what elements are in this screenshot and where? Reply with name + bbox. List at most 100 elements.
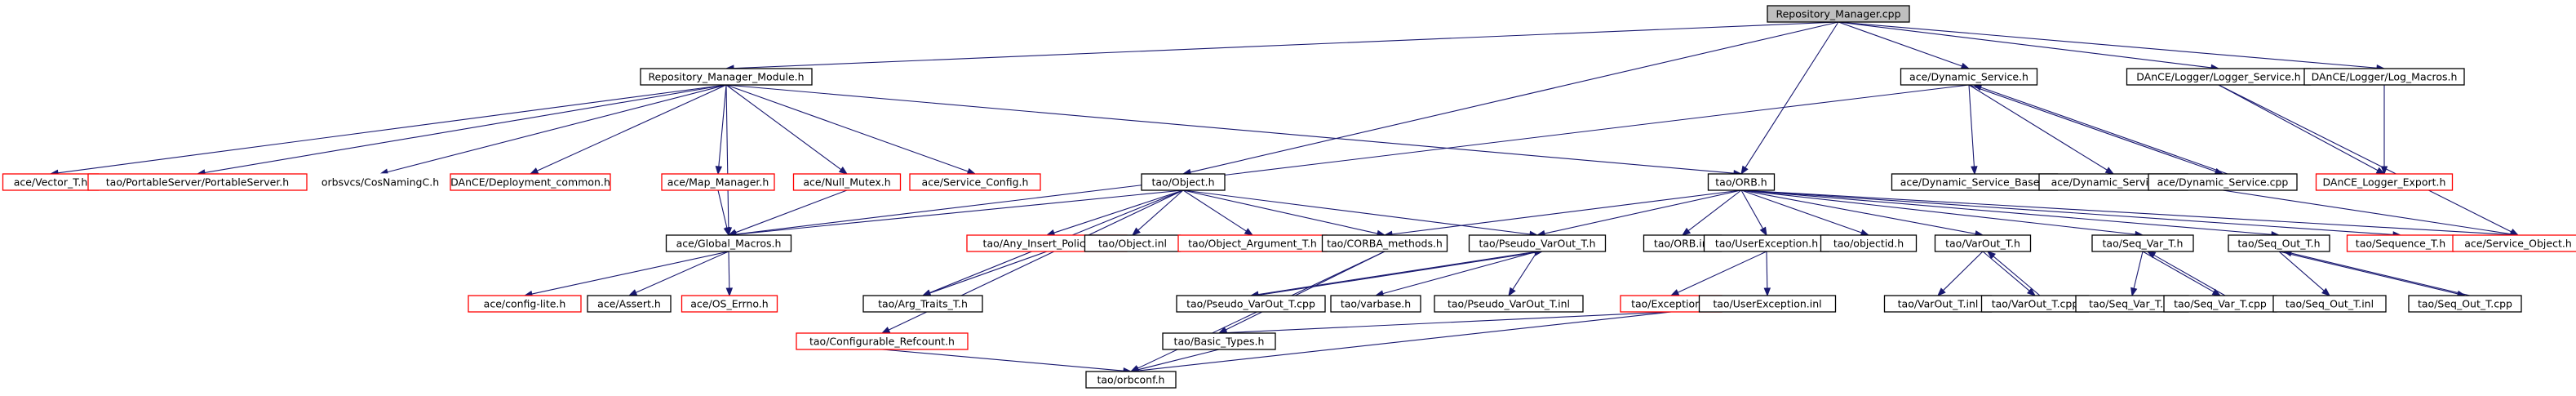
node-logexport: DAnCE_Logger_Export.h: [2315, 173, 2454, 191]
node-root[interactable]: Repository_Manager.cpp: [1767, 5, 1910, 23]
edge-line: [725, 84, 842, 171]
edge-object-to-objectinl: [1131, 189, 1184, 236]
edge-line: [1838, 21, 1962, 67]
node-dynsvcbase[interactable]: ace/Dynamic_Service_Base.h: [1891, 173, 2059, 191]
node-pserver: tao/PortableServer/PortableServer.h: [87, 173, 308, 191]
node-orb[interactable]: tao/ORB.h: [1707, 173, 1776, 191]
edge-line: [1838, 21, 2378, 69]
node-pseudovaroutinl[interactable]: tao/Pseudo_VarOut_T.inl: [1434, 295, 1584, 313]
edge-line: [1225, 251, 1386, 331]
node-label: tao/Configurable_Refcount.h: [809, 336, 955, 348]
node-varout[interactable]: tao/VarOut_T.h: [1934, 234, 2032, 252]
node-seqoutcpp[interactable]: tao/Seq_Out_T.cpp: [2408, 295, 2522, 313]
edge-arrowhead: [1131, 227, 1141, 236]
edge-seqout-to-seqoutinl: [2278, 251, 2331, 296]
node-objectid[interactable]: tao/objectid.h: [1820, 234, 1918, 252]
node-label: Repository_Manager.cpp: [1776, 8, 1900, 20]
node-dynsvccpp[interactable]: ace/Dynamic_Service.cpp: [2148, 173, 2298, 191]
node-assert[interactable]: ace/Assert.h: [587, 295, 672, 313]
edge-line: [1740, 189, 2394, 235]
node-object[interactable]: tao/Object.h: [1141, 173, 1226, 191]
node-globalmacros[interactable]: ace/Global_Macros.h: [665, 234, 792, 252]
node-userexc[interactable]: tao/UserException.h: [1703, 234, 1830, 252]
edge-line: [2278, 251, 2459, 295]
edge-dynsvc-to-dynsvcinl: [1968, 84, 2115, 175]
node-box: [2091, 234, 2194, 252]
node-userexcinl[interactable]: tao/UserException.inl: [1698, 295, 1837, 313]
node-varoutcpp[interactable]: tao/VarOut_T.cpp: [1980, 295, 2090, 313]
edge-dynsvccpp-to-svcobject: [2222, 189, 2520, 238]
edge-line: [57, 84, 727, 174]
node-label: tao/Seq_Out_T.inl: [2286, 298, 2374, 310]
node-svcobject: ace/Service_Object.h: [2452, 234, 2576, 252]
node-varbase[interactable]: tao/varbase.h: [1330, 295, 1421, 313]
edge-line: [2142, 251, 2215, 293]
edge-arrowhead: [1759, 226, 1767, 237]
node-box: [1707, 173, 1776, 191]
edge-line: [1980, 87, 2228, 175]
edge-basictypes-to-orbconf: [1129, 349, 1220, 373]
node-label: ace/config-lite.h: [484, 298, 566, 310]
edge-nullmutex-to-globalmacros: [727, 189, 848, 236]
edge-line: [204, 84, 727, 174]
node-dynsvc[interactable]: ace/Dynamic_Service.h: [1900, 68, 2038, 86]
node-objectinl[interactable]: tao/Object.inl: [1084, 234, 1182, 252]
edge-arrowhead: [1508, 287, 1516, 297]
edge-line: [1740, 189, 1764, 229]
node-label: tao/VarOut_T.inl: [1898, 298, 1979, 310]
node-label: ace/Dynamic_Service.cpp: [2157, 176, 2289, 189]
edge-line: [1943, 251, 1984, 291]
node-seqoutinl[interactable]: tao/Seq_Out_T.inl: [2272, 295, 2387, 313]
node-pseudovarout[interactable]: tao/Pseudo_VarOut_T.h: [1468, 234, 1607, 252]
node-box: [450, 173, 611, 191]
node-logsvc[interactable]: DAnCE/Logger/Logger_Service.h: [2126, 68, 2312, 86]
node-label: tao/Seq_Out_T.h: [2237, 238, 2320, 250]
node-label: tao/UserException.h: [1715, 238, 1818, 250]
edge-seqvar-to-seqvarcpp: [2142, 251, 2222, 296]
node-seqvar[interactable]: tao/Seq_Var_T.h: [2091, 234, 2194, 252]
edge-arrowhead: [2380, 166, 2388, 176]
node-sequence: tao/Sequence_T.h: [2346, 234, 2455, 252]
edge-line: [1382, 251, 1538, 295]
node-label: tao/VarOut_T.cpp: [1992, 298, 2079, 310]
edge-arrowhead: [725, 287, 734, 297]
edge-arrowhead: [1740, 165, 1749, 176]
node-box: [862, 295, 983, 313]
node-corbamethods[interactable]: tao/CORBA_methods.h: [1321, 234, 1448, 252]
edge-rmm-to-svcconfig: [725, 84, 977, 175]
node-box: [2272, 295, 2387, 313]
node-box: [661, 173, 775, 191]
edge-line: [1226, 311, 1672, 334]
edge-mapmgr-to-globalmacros: [717, 189, 730, 237]
edge-userexc-to-userexcinl: [1763, 251, 1771, 297]
node-argtraits[interactable]: tao/Arg_Traits_T.h: [862, 295, 983, 313]
node-label: tao/Exception.h: [1631, 298, 1711, 310]
node-orbconf[interactable]: tao/orbconf.h: [1085, 371, 1177, 389]
node-pseudovaroutcpp[interactable]: tao/Pseudo_VarOut_T.cpp: [1176, 295, 1326, 313]
node-label: ace/Vector_T.h: [14, 176, 88, 189]
node-nullmutex: ace/Null_Mutex.h: [792, 173, 902, 191]
edge-arrowhead: [1681, 227, 1691, 236]
node-box: [1900, 68, 2038, 86]
node-label: orbsvcs/CosNamingC.h: [321, 176, 439, 189]
node-basictypes[interactable]: tao/Basic_Types.h: [1162, 332, 1276, 350]
node-label: ace/Null_Mutex.h: [803, 176, 890, 189]
edge-line: [1182, 189, 1531, 235]
node-box: [792, 173, 902, 191]
node-exception: tao/Exception.h: [1620, 295, 1723, 313]
node-orbinl[interactable]: tao/ORB.inl: [1643, 234, 1723, 252]
node-label: tao/Arg_Traits_T.h: [878, 298, 968, 310]
edge-arrowhead: [1937, 287, 1946, 296]
node-rmm[interactable]: Repository_Manager_Module.h: [640, 68, 813, 86]
node-logmacros[interactable]: DAnCE/Logger/Log_Macros.h: [2303, 68, 2465, 86]
edge-orb-to-objectid: [1740, 189, 1870, 236]
node-seqout[interactable]: tao/Seq_Out_T.h: [2228, 234, 2330, 252]
node-box: [2148, 173, 2298, 191]
edge-seqvarcpp-to-seqvar: [2146, 251, 2226, 296]
node-seqvarinl[interactable]: tao/Seq_Var_T.inl: [2075, 295, 2189, 313]
node-cosnaming: orbsvcs/CosNamingC.h: [314, 173, 446, 191]
node-seqvarcpp[interactable]: tao/Seq_Var_T.cpp: [2163, 295, 2277, 313]
edge-arrowhead: [627, 289, 638, 296]
edge-line: [2222, 189, 2512, 235]
node-varoutinl[interactable]: tao/VarOut_T.inl: [1883, 295, 1993, 313]
